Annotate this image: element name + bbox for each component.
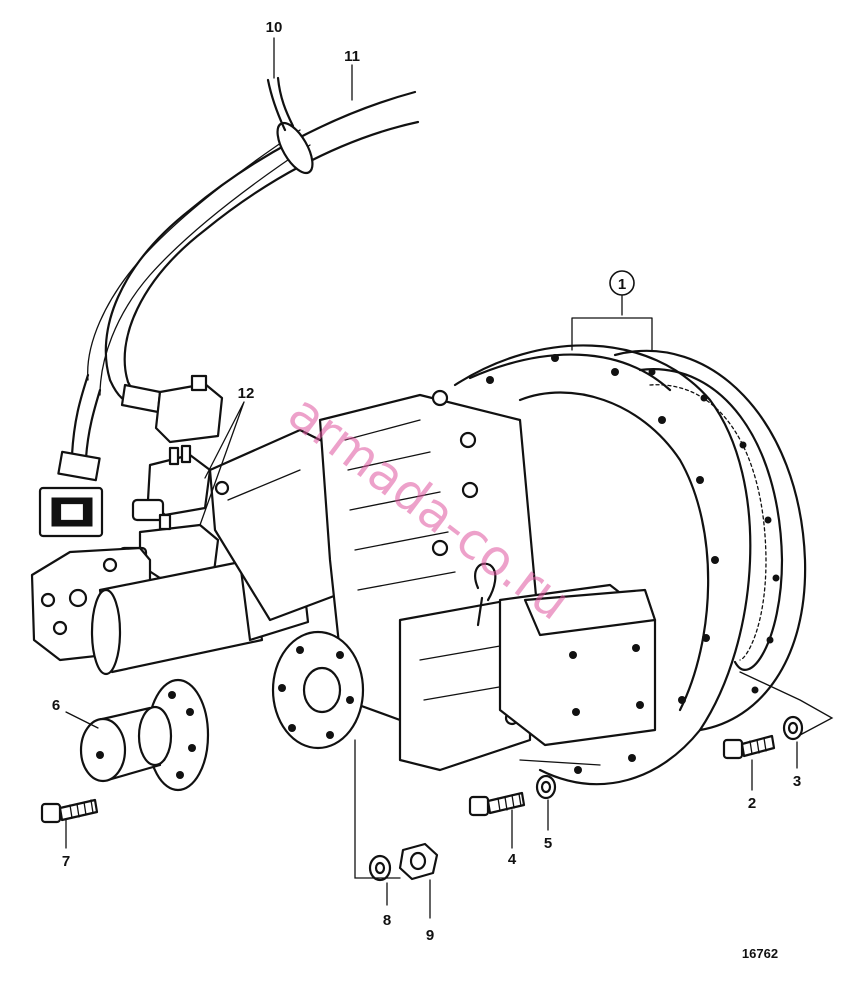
flywheel-ring [613,349,807,732]
dipstick [474,562,497,627]
electrical-connector-right [120,374,224,444]
callout-5: 5 [544,835,552,852]
callout-labels: 10 11 1 12 6 7 2 3 4 5 8 9 [52,19,801,944]
hose-clamp [266,76,314,175]
stub-shaft [79,705,173,783]
callout-1: 1 [618,276,626,293]
callout-3: 3 [793,773,801,790]
callout-12: 12 [238,385,255,402]
bolt-part-7 [40,798,99,824]
callout-7: 7 [62,853,70,870]
leader-lines [65,37,834,919]
washer-part-8 [368,854,392,882]
callout-4: 4 [508,851,517,868]
side-cover-plate [498,583,657,747]
callout-1-circle [609,270,635,296]
solenoid-valve-upper [131,444,212,522]
bolt-part-2 [722,734,776,760]
electrical-connector-left [38,450,104,538]
flywheel-housing [453,344,752,786]
callout-11: 11 [344,48,360,65]
washer-part-3 [782,715,804,741]
valve-cylinder [90,548,310,676]
washer-part-5 [535,774,557,800]
bolt-part-4 [468,791,526,817]
output-flange [271,630,365,750]
nut-part-9 [398,842,439,881]
callout-9: 9 [426,927,434,944]
callout-8: 8 [383,912,391,929]
figure-number: 16762 [742,946,778,961]
callout-6: 6 [52,697,60,714]
callout-10: 10 [266,19,283,36]
callout-2: 2 [748,795,756,812]
